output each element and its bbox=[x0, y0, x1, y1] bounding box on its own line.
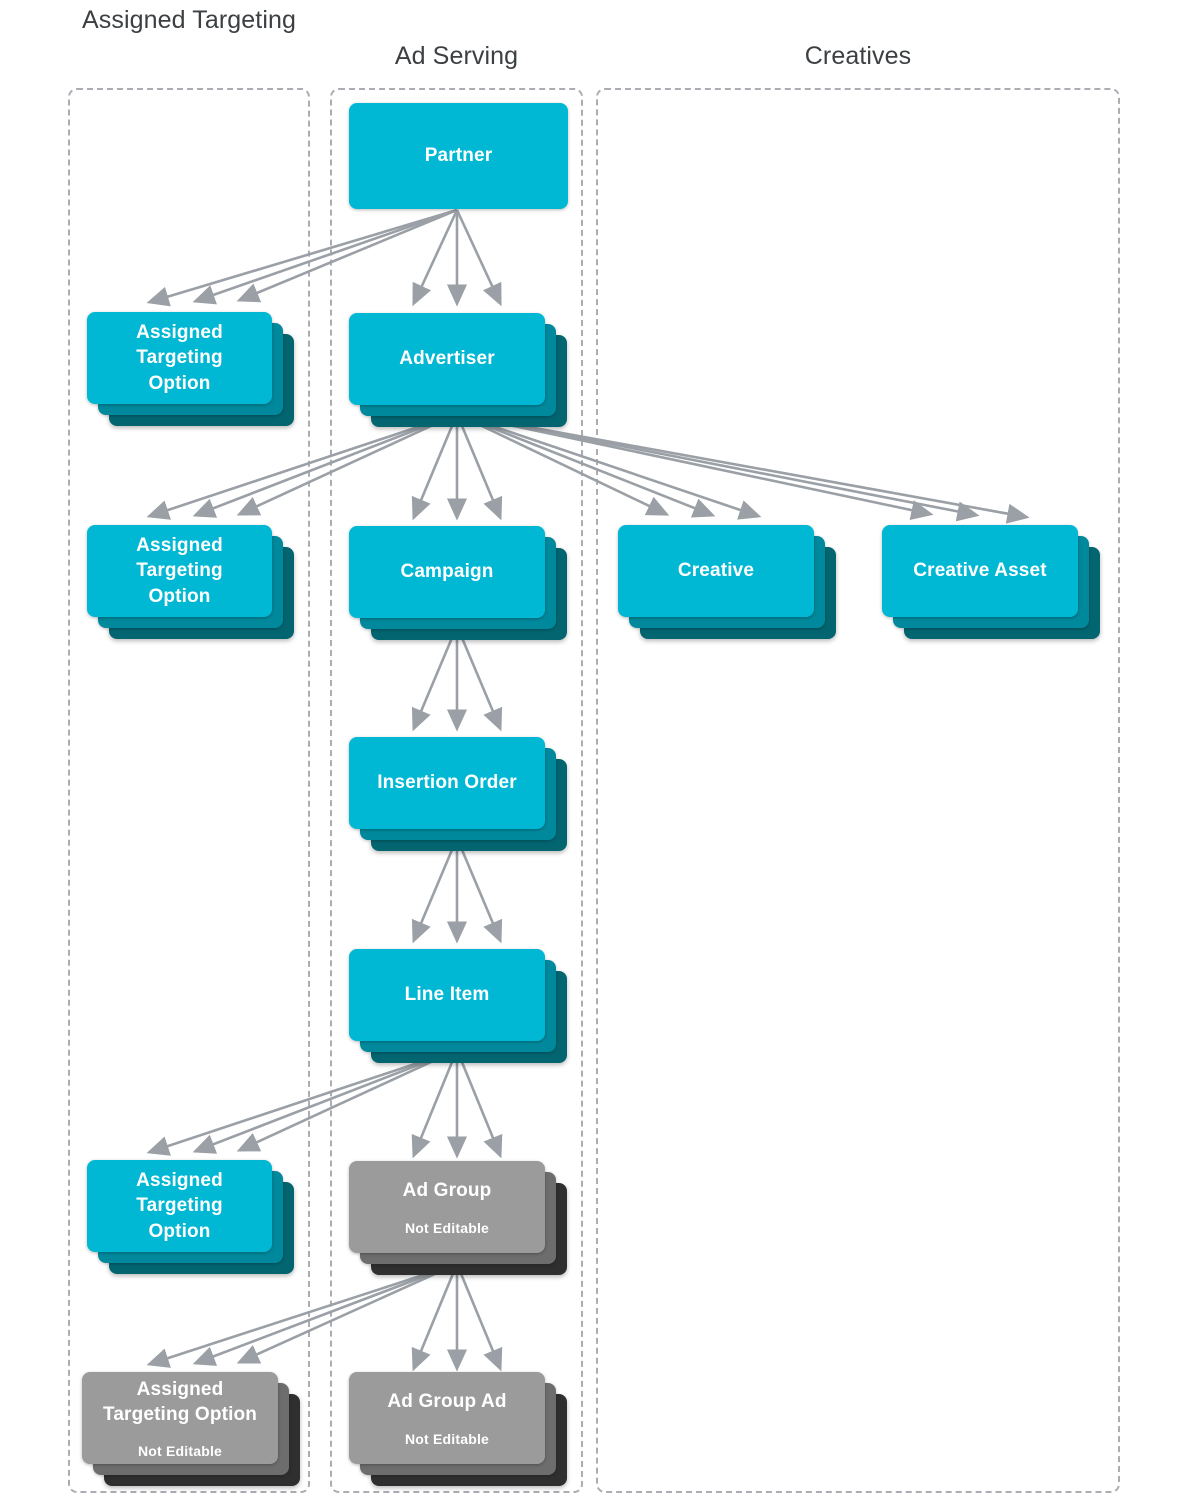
node-ad-group[interactable]: Ad Group Not Editable bbox=[349, 1161, 567, 1275]
card-front-layer: Creative Asset bbox=[882, 525, 1078, 617]
node-label: Ad Group Ad bbox=[387, 1391, 507, 1413]
node-partner[interactable]: Partner bbox=[349, 103, 568, 209]
column-title-creatives: Creatives bbox=[804, 42, 912, 70]
group-container-assigned-targeting bbox=[68, 88, 310, 1493]
node-status-badge: Not Editable bbox=[137, 1443, 223, 1460]
node-campaign[interactable]: Campaign bbox=[349, 526, 567, 640]
node-assigned-targeting-option-4[interactable]: Assigned Targeting Option Not Editable bbox=[82, 1372, 300, 1486]
node-assigned-targeting-option-1[interactable]: Assigned Targeting Option bbox=[87, 312, 294, 426]
card-front-layer: Advertiser bbox=[349, 313, 545, 405]
node-assigned-targeting-option-3[interactable]: Assigned Targeting Option bbox=[87, 1160, 294, 1274]
node-label: Line Item bbox=[404, 984, 490, 1006]
node-label: Insertion Order bbox=[377, 772, 517, 794]
card-front-layer: Line Item bbox=[349, 949, 545, 1041]
node-label: Partner bbox=[424, 145, 493, 167]
node-label: Campaign bbox=[400, 561, 494, 583]
column-title-ad-serving: Ad Serving bbox=[394, 42, 519, 70]
node-ad-group-ad[interactable]: Ad Group Ad Not Editable bbox=[349, 1372, 567, 1486]
node-status-badge: Not Editable bbox=[404, 1219, 490, 1236]
node-label: Assigned Targeting Option bbox=[136, 1170, 223, 1242]
node-label: Advertiser bbox=[399, 348, 495, 370]
card-front-layer: Campaign bbox=[349, 526, 545, 618]
node-label: Assigned Targeting Option bbox=[136, 322, 223, 394]
node-status-badge: Not Editable bbox=[404, 1430, 490, 1447]
card-front-layer: Creative bbox=[618, 525, 814, 617]
node-label: Assigned Targeting Option bbox=[102, 1378, 258, 1425]
group-container-creatives bbox=[596, 88, 1120, 1493]
card-front-layer: Ad Group Not Editable bbox=[349, 1161, 545, 1253]
column-title-assigned-targeting: Assigned Targeting bbox=[82, 6, 296, 34]
card-front-layer: Insertion Order bbox=[349, 737, 545, 829]
group-container-ad-serving bbox=[330, 88, 583, 1493]
node-label: Creative Asset bbox=[913, 560, 1047, 582]
card-front-layer: Partner bbox=[349, 103, 568, 209]
node-label: Creative bbox=[677, 560, 755, 582]
card-front-layer: Assigned Targeting Option Not Editable bbox=[82, 1372, 278, 1464]
node-label: Assigned Targeting Option bbox=[136, 535, 223, 607]
node-creative[interactable]: Creative bbox=[618, 525, 836, 639]
node-label: Ad Group bbox=[402, 1180, 492, 1202]
card-front-layer: Ad Group Ad Not Editable bbox=[349, 1372, 545, 1464]
node-creative-asset[interactable]: Creative Asset bbox=[882, 525, 1100, 639]
node-assigned-targeting-option-2[interactable]: Assigned Targeting Option bbox=[87, 525, 294, 639]
card-front-layer: Assigned Targeting Option bbox=[87, 1160, 272, 1252]
node-line-item[interactable]: Line Item bbox=[349, 949, 567, 1063]
node-insertion-order[interactable]: Insertion Order bbox=[349, 737, 567, 851]
card-front-layer: Assigned Targeting Option bbox=[87, 312, 272, 404]
card-front-layer: Assigned Targeting Option bbox=[87, 525, 272, 617]
node-advertiser[interactable]: Advertiser bbox=[349, 313, 567, 427]
